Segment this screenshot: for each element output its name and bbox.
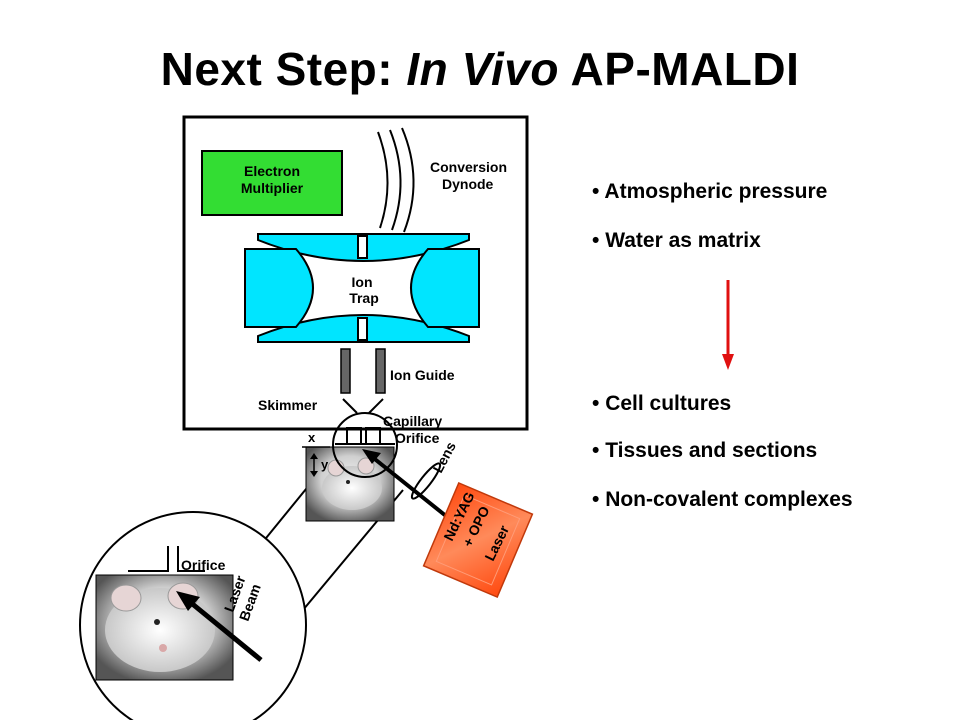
conversion-dynode-label-2: Dynode bbox=[442, 176, 494, 192]
big-laser-beam bbox=[188, 600, 263, 662]
ion-trap bbox=[244, 233, 480, 343]
bullet-atmospheric-pressure: • Atmospheric pressure bbox=[592, 180, 828, 203]
title-prefix: Next Step: bbox=[160, 43, 407, 95]
ion-trap-bottom-slit bbox=[357, 317, 368, 341]
ion-trap-right-electrode bbox=[410, 248, 480, 328]
ion-trap-top-slit bbox=[357, 235, 368, 259]
progression-arrow-head bbox=[722, 354, 734, 370]
y-arrow-head-top bbox=[310, 453, 318, 459]
skimmer-label: Skimmer bbox=[258, 397, 318, 413]
conversion-dynode bbox=[377, 127, 415, 233]
small-laser-beam bbox=[369, 454, 448, 518]
electron-multiplier-label-1: Electron bbox=[244, 163, 300, 179]
x-axis-label: x bbox=[308, 430, 316, 445]
skimmer-left bbox=[342, 398, 358, 414]
conversion-dynode-label-1: Conversion bbox=[430, 159, 507, 175]
orifice-bottom-label: Orifice bbox=[181, 557, 226, 573]
ion-trap-left-electrode bbox=[244, 248, 314, 328]
big-orifice bbox=[128, 546, 205, 572]
skimmer-right bbox=[368, 398, 384, 414]
ion-trap-label-1: Ion bbox=[352, 274, 373, 290]
ion-guide-rod-right bbox=[375, 348, 386, 394]
title-italic: In Vivo bbox=[406, 43, 559, 95]
orifice-top-label: Orifice bbox=[395, 430, 440, 446]
electron-multiplier bbox=[201, 150, 343, 216]
small-view-circle bbox=[332, 412, 398, 478]
small-laser-beam-head bbox=[362, 449, 381, 464]
big-mouse-eye bbox=[154, 619, 160, 625]
laser-device bbox=[422, 481, 534, 599]
ion-trap-label-2: Trap bbox=[349, 290, 379, 306]
big-mouse-nose bbox=[159, 644, 167, 652]
bullet-non-covalent: • Non-covalent complexes bbox=[592, 488, 853, 511]
title-suffix: AP-MALDI bbox=[558, 43, 800, 95]
ion-guide-label: Ion Guide bbox=[390, 367, 455, 383]
small-mouse-ear-right bbox=[357, 457, 375, 475]
small-mouse-eye bbox=[346, 480, 350, 484]
y-arrow-head-bottom bbox=[310, 471, 318, 477]
capillary-label: Capillary bbox=[383, 413, 442, 429]
lens bbox=[410, 462, 442, 500]
big-laser-beam-head bbox=[176, 591, 200, 611]
bullet-tissues-sections: • Tissues and sections bbox=[592, 439, 818, 462]
big-mouse-ear-left bbox=[110, 584, 142, 612]
ion-guide-rod-left bbox=[340, 348, 351, 394]
electron-multiplier-label-2: Multiplier bbox=[241, 180, 304, 196]
y-axis-label: y bbox=[321, 457, 329, 472]
page-title: Next Step: In Vivo AP-MALDI bbox=[0, 42, 960, 96]
bullet-water-matrix: • Water as matrix bbox=[592, 229, 761, 252]
bullet-cell-cultures: • Cell cultures bbox=[592, 392, 732, 415]
